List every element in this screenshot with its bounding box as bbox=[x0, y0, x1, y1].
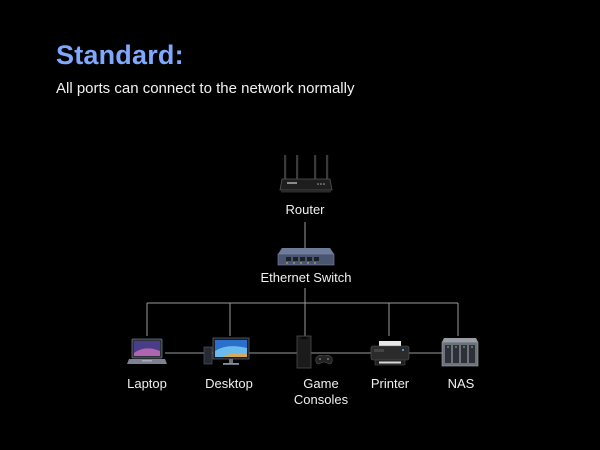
router-icon bbox=[279, 155, 333, 193]
page-subtitle: All ports can connect to the network nor… bbox=[56, 80, 355, 97]
game-console-icon bbox=[296, 335, 333, 369]
laptop-icon bbox=[127, 338, 167, 364]
printer-icon bbox=[370, 341, 410, 366]
nas-label: NAS bbox=[447, 376, 475, 391]
switch-icon bbox=[277, 248, 335, 266]
game-consoles-label-text: Game Consoles bbox=[293, 376, 349, 407]
desktop-icon bbox=[203, 337, 250, 365]
nas-icon bbox=[441, 338, 479, 367]
switch-label: Ethernet Switch bbox=[260, 270, 352, 285]
printer-label: Printer bbox=[370, 376, 410, 391]
desktop-label: Desktop bbox=[205, 376, 253, 391]
laptop-label: Laptop bbox=[127, 376, 167, 391]
game-consoles-label: Game Consoles bbox=[281, 376, 361, 408]
page-title: Standard: bbox=[56, 40, 184, 70]
router-label: Router bbox=[285, 202, 325, 217]
